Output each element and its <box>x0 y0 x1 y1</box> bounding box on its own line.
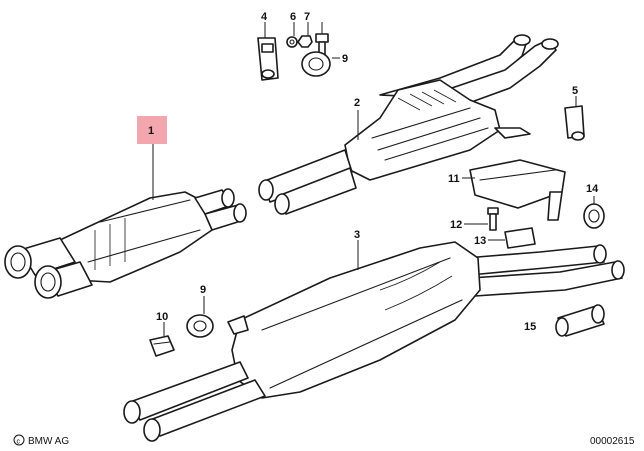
copyright-icon <box>13 434 25 446</box>
footer-diagram-number: 00002615 <box>590 436 635 447</box>
callout-10: 10 <box>156 311 168 323</box>
part-15-connector-sleeve <box>555 304 605 337</box>
part-1-highlight-box <box>137 116 167 144</box>
part-1-catalytic-converter <box>4 188 247 299</box>
part-10-mounting-rubber <box>149 335 175 357</box>
callout-9-upper: 9 <box>342 53 348 65</box>
part-7-nut <box>297 35 313 48</box>
callout-6: 6 <box>290 11 296 23</box>
callout-11: 11 <box>448 173 460 185</box>
part-2-front-pipe <box>258 34 559 215</box>
part-9-rubber-mount-lower <box>186 314 214 338</box>
callout-15: 15 <box>524 321 536 333</box>
callout-7: 7 <box>304 11 310 23</box>
callout-4: 4 <box>261 11 268 23</box>
part-4-hanger-bracket <box>257 37 279 81</box>
part-14-rubber-ring <box>583 203 605 229</box>
callout-3: 3 <box>354 229 360 241</box>
part-3-rear-muffler <box>123 241 625 442</box>
part-5-side-bracket <box>564 105 585 141</box>
footer: c BMW AG 00002615 <box>13 434 635 447</box>
callout-12: 12 <box>450 219 462 231</box>
callout-labels: 1 2 3 4 5 6 7 9 9 10 11 12 13 14 15 <box>148 11 599 333</box>
callout-1: 1 <box>148 125 154 137</box>
part-13-clamp-block <box>504 227 536 249</box>
callout-2: 2 <box>354 97 360 109</box>
callout-14: 14 <box>586 183 599 195</box>
leader-lines <box>152 22 595 336</box>
callout-13: 13 <box>474 235 486 247</box>
part-6-washer <box>286 36 298 48</box>
part-11-support-bracket <box>469 159 566 221</box>
copyright-symbol: c <box>17 439 21 446</box>
part-9-rubber-mount-upper <box>301 51 331 77</box>
part-12-bolt <box>487 207 499 231</box>
callout-5: 5 <box>572 85 578 97</box>
callout-9-lower: 9 <box>200 284 206 296</box>
footer-copyright: BMW AG <box>28 436 69 447</box>
